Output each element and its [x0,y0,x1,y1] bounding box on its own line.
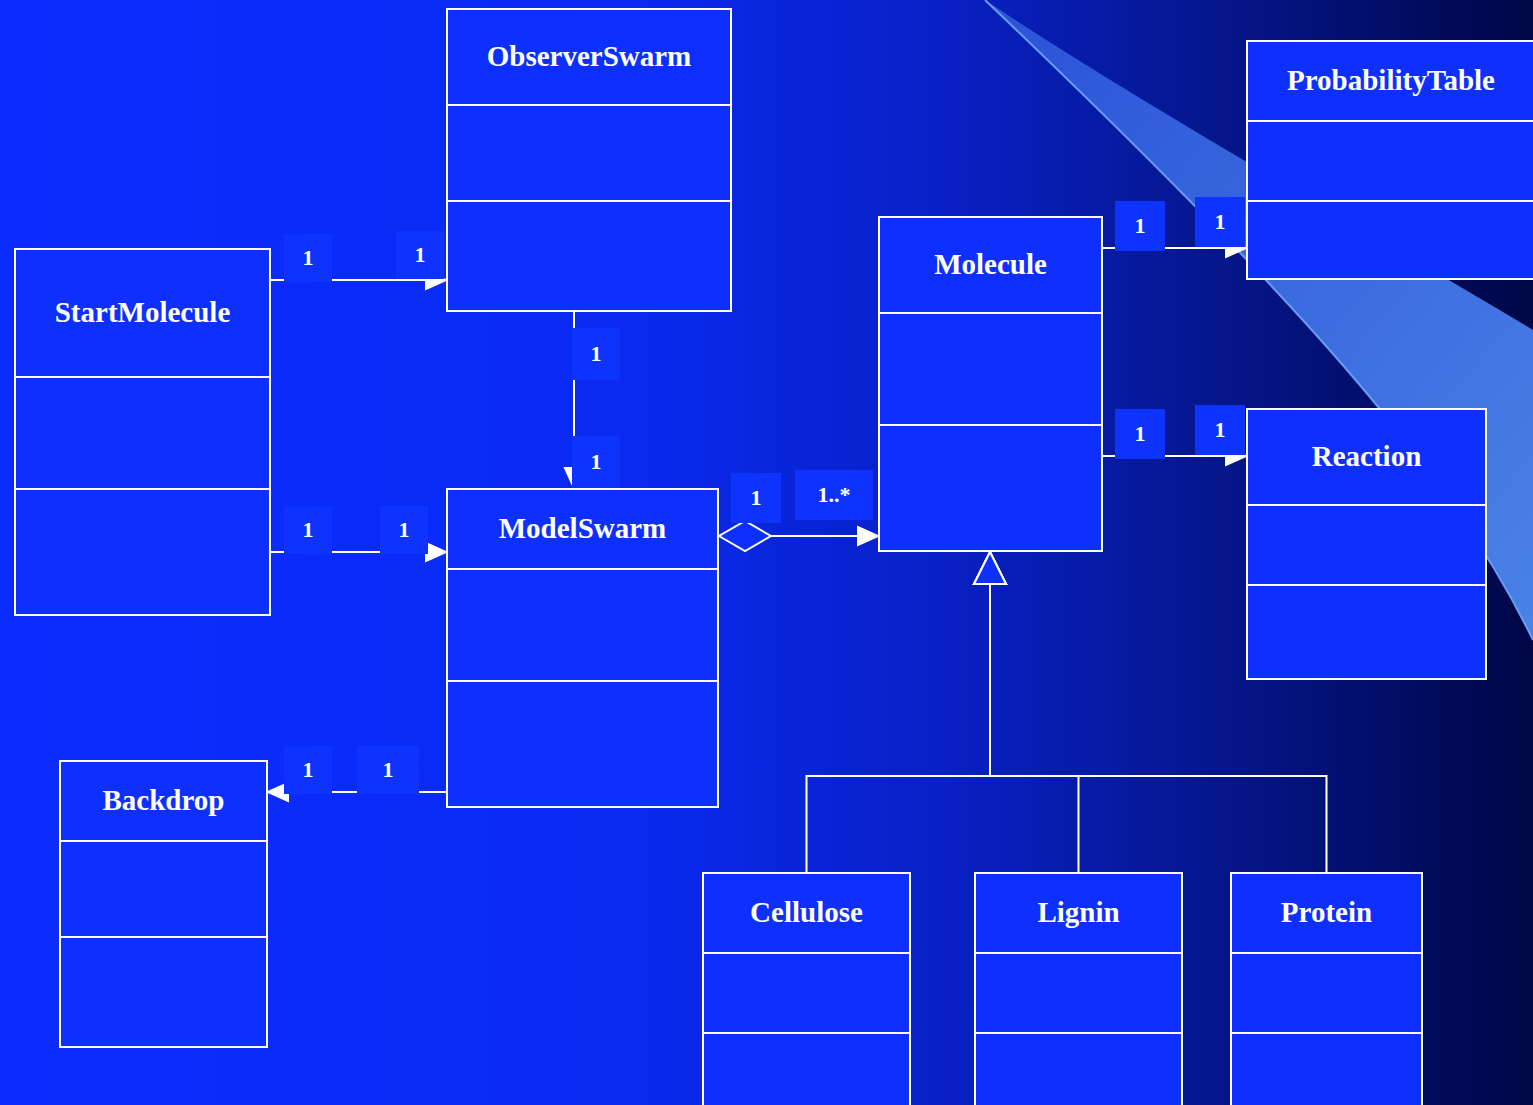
compartment-divider [976,1032,1181,1034]
arrow-head [858,527,878,545]
class-name: Cellulose [750,897,863,929]
class-name-compartment: Reaction [1248,410,1485,504]
compartment-divider [61,936,266,938]
compartment-divider [448,104,730,106]
compartment-divider [1232,952,1421,954]
class-name-compartment: Molecule [880,218,1101,312]
compartment-divider [1248,120,1533,122]
compartment-divider [704,1032,909,1034]
multiplicity-label: 1 [1195,405,1245,455]
multiplicity-label: 1 [572,436,620,488]
class-name-compartment: StartMolecule [16,250,269,376]
arrow-head [426,543,446,561]
generalization-head [974,552,1006,584]
compartment-divider [448,680,717,682]
class-box: Reaction [1246,408,1487,680]
multiplicity-label: 1 [572,328,620,380]
multiplicity-label: 1 [284,506,332,554]
multiplicity-label: 1 [380,506,428,554]
class-name-compartment: Cellulose [704,874,909,952]
compartment-divider [704,952,909,954]
class-name: ProbabilityTable [1287,65,1495,97]
class-name-compartment: Lignin [976,874,1181,952]
multiplicity-label: 1 [1115,201,1165,251]
class-name: Protein [1281,897,1372,929]
class-name-compartment: Backdrop [61,762,266,840]
multiplicity-label: 1 [1195,197,1245,247]
multiplicity-label: 1 [1115,409,1165,459]
connector-line [807,584,991,872]
class-box: Backdrop [59,760,268,1048]
multiplicity-label: 1 [284,746,332,794]
generalization-head [974,552,1006,584]
class-name: StartMolecule [55,297,231,329]
class-name-compartment: Protein [1232,874,1421,952]
class-box: ModelSwarm [446,488,719,808]
connector-line [771,535,858,537]
multiplicity-label: 1..* [795,470,873,520]
class-name-compartment: ObserverSwarm [448,10,730,104]
compartment-divider [448,568,717,570]
compartment-divider [16,376,269,378]
compartment-divider [448,200,730,202]
compartment-divider [880,424,1101,426]
compartment-divider [61,840,266,842]
class-box: ObserverSwarm [446,8,732,312]
class-name: ObserverSwarm [487,41,692,73]
generalization-head [974,552,1006,584]
compartment-divider [16,488,269,490]
generalization-connector [807,552,1007,872]
association-connector [719,521,878,551]
class-name: Lignin [1037,897,1119,929]
compartment-divider [976,952,1181,954]
class-name: Backdrop [103,785,225,817]
compartment-divider [1248,584,1485,586]
class-name: Molecule [934,249,1047,281]
aggregation-diamond [719,521,771,551]
compartment-divider [880,312,1101,314]
class-box: ProbabilityTable [1246,40,1533,280]
multiplicity-label: 1 [731,473,781,523]
class-box: Protein [1230,872,1423,1105]
class-box: Cellulose [702,872,911,1105]
class-box: StartMolecule [14,248,271,616]
class-box: Lignin [974,872,1183,1105]
multiplicity-label: 1 [357,746,419,794]
class-name: ModelSwarm [499,513,667,545]
connector-line [990,584,1079,872]
class-box: Molecule [878,216,1103,552]
compartment-divider [1232,1032,1421,1034]
compartment-divider [1248,504,1485,506]
compartment-divider [1248,200,1533,202]
multiplicity-label: 1 [284,234,332,282]
class-name-compartment: ProbabilityTable [1248,42,1533,120]
multiplicity-label: 1 [396,231,444,279]
class-name: Reaction [1312,441,1422,473]
class-name-compartment: ModelSwarm [448,490,717,568]
